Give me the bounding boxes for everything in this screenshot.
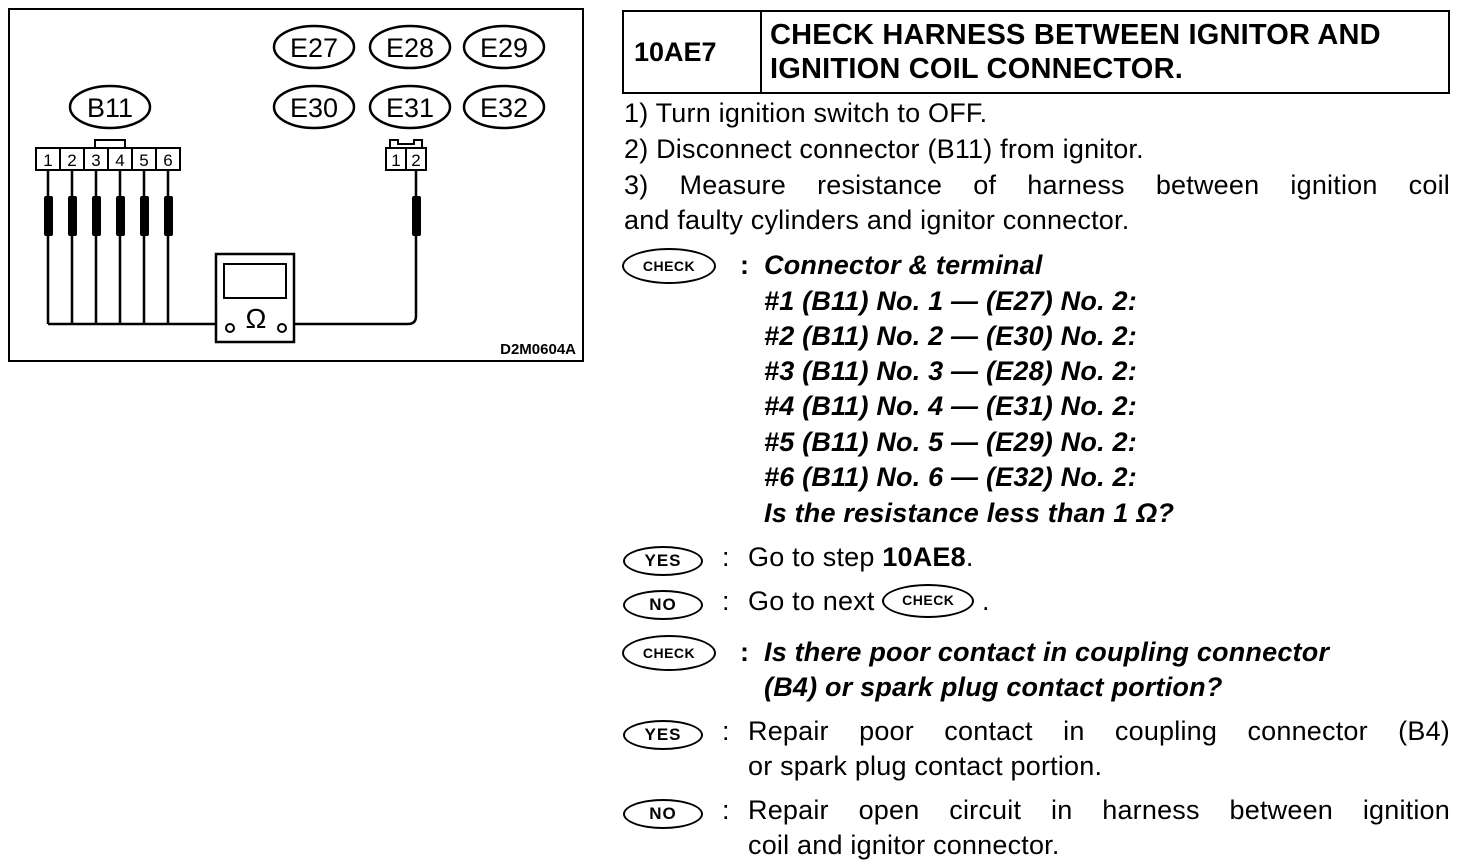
yes2-line-2: or spark plug contact portion. <box>748 751 1103 781</box>
check-row-1: #1 (B11) No. 1 — (E27) No. 2: <box>764 286 1137 316</box>
yes-badge-2: YES <box>623 720 703 750</box>
probe-handles <box>44 196 173 236</box>
check2-line-2: (B4) or spark plug contact portion? <box>764 672 1223 702</box>
b11-pin-numbers: 1 2 3 4 5 6 <box>43 151 172 170</box>
check-row-5: #5 (B11) No. 5 — (E29) No. 2: <box>764 427 1137 457</box>
check-row-4: #4 (B11) No. 4 — (E31) No. 2: <box>764 391 1137 421</box>
svg-text:E27: E27 <box>290 33 338 63</box>
check-badge: CHECK <box>622 248 716 284</box>
check-heading: Connector & terminal <box>764 250 1043 280</box>
connector-label-e27: E27 <box>272 24 356 70</box>
svg-text:5: 5 <box>139 151 148 170</box>
svg-text:1: 1 <box>43 151 52 170</box>
svg-text:E30: E30 <box>290 93 338 123</box>
no-colon: : <box>722 586 730 616</box>
coil-connector <box>385 139 427 171</box>
yes2-line-1: Repair poor contact in coupling connecto… <box>748 716 1450 746</box>
connector-label-e30: E30 <box>272 84 356 130</box>
figure-code: D2M0604A <box>500 341 576 358</box>
instruction-3a: 3) Measure resistance of harness between… <box>624 170 1450 200</box>
svg-text:Ω: Ω <box>246 303 267 334</box>
connector-label-b11: B11 <box>68 84 152 130</box>
coil-probe-handle <box>412 196 421 236</box>
connector-label-e29: E29 <box>462 24 546 70</box>
check-row-3: #3 (B11) No. 3 — (E28) No. 2: <box>764 356 1137 386</box>
no2-line-2: coil and ignitor connector. <box>748 830 1060 860</box>
no-colon-2: : <box>722 795 730 825</box>
svg-text:6: 6 <box>163 151 172 170</box>
no-badge: NO <box>623 590 703 620</box>
inline-check-badge: CHECK <box>882 583 975 618</box>
check-question: Is the resistance less than 1 Ω? <box>764 498 1175 528</box>
wiring-diagram: E27 E28 E29 E30 E31 E32 B11 <box>8 8 584 362</box>
step-title: CHECK HARNESS BETWEEN IGNITOR AND IGNITI… <box>762 12 1448 92</box>
connector-label-e28: E28 <box>368 24 452 70</box>
check-colon-2: : <box>740 637 749 667</box>
no2-line-1: Repair open circuit in harness between i… <box>748 795 1450 825</box>
svg-text:2: 2 <box>411 151 420 170</box>
coil-pin-numbers: 1 2 <box>391 151 420 170</box>
ohmmeter: Ω <box>214 252 296 344</box>
wiring-diagram-svg: E27 E28 E29 E30 E31 E32 B11 <box>35 24 576 358</box>
b11-probe-wires <box>46 170 216 326</box>
connector-label-e32: E32 <box>462 84 546 130</box>
svg-text:B11: B11 <box>87 93 133 123</box>
b11-connector <box>35 139 181 171</box>
yes-step-ref: 10AE8 <box>882 542 966 572</box>
step-header: 10AE7 CHECK HARNESS BETWEEN IGNITOR AND … <box>622 10 1450 94</box>
connector-label-e31: E31 <box>368 84 452 130</box>
yes-text: Go to step 10AE8. <box>748 540 974 575</box>
check-row-2: #2 (B11) No. 2 — (E30) No. 2: <box>764 321 1137 351</box>
check2-line-1: Is there poor contact in coupling connec… <box>764 637 1330 667</box>
no-badge-2: NO <box>623 799 703 829</box>
instruction-3b: and faulty cylinders and ignitor connect… <box>624 205 1130 235</box>
svg-text:E32: E32 <box>480 93 528 123</box>
check-colon: : <box>740 250 749 280</box>
step-title-line1: CHECK HARNESS BETWEEN IGNITOR AND <box>770 19 1381 51</box>
svg-text:1: 1 <box>391 151 400 170</box>
yes-colon: : <box>722 542 730 572</box>
check-badge-2: CHECK <box>622 635 716 671</box>
step-id: 10AE7 <box>624 12 762 92</box>
coil-probe-wire <box>286 170 418 326</box>
no-suffix: . <box>981 586 990 616</box>
yes-colon-2: : <box>722 716 730 746</box>
yes-badge: YES <box>623 546 703 576</box>
instruction-1: 1) Turn ignition switch to OFF. <box>624 98 988 128</box>
no-text-label: Go to next <box>748 586 875 616</box>
svg-text:E31: E31 <box>386 93 434 123</box>
svg-text:4: 4 <box>115 151 124 170</box>
instruction-2: 2) Disconnect connector (B11) from ignit… <box>624 134 1144 164</box>
svg-text:2: 2 <box>67 151 76 170</box>
svg-text:3: 3 <box>91 151 100 170</box>
step-title-line2: IGNITION COIL CONNECTOR. <box>770 53 1183 85</box>
no-text: Go to next CHECK . <box>748 583 990 620</box>
yes-suffix: . <box>965 542 974 572</box>
yes-text-label: Go to step <box>748 542 883 572</box>
check-row-6: #6 (B11) No. 6 — (E32) No. 2: <box>764 462 1137 492</box>
svg-text:E29: E29 <box>480 33 528 63</box>
svg-text:E28: E28 <box>386 33 434 63</box>
